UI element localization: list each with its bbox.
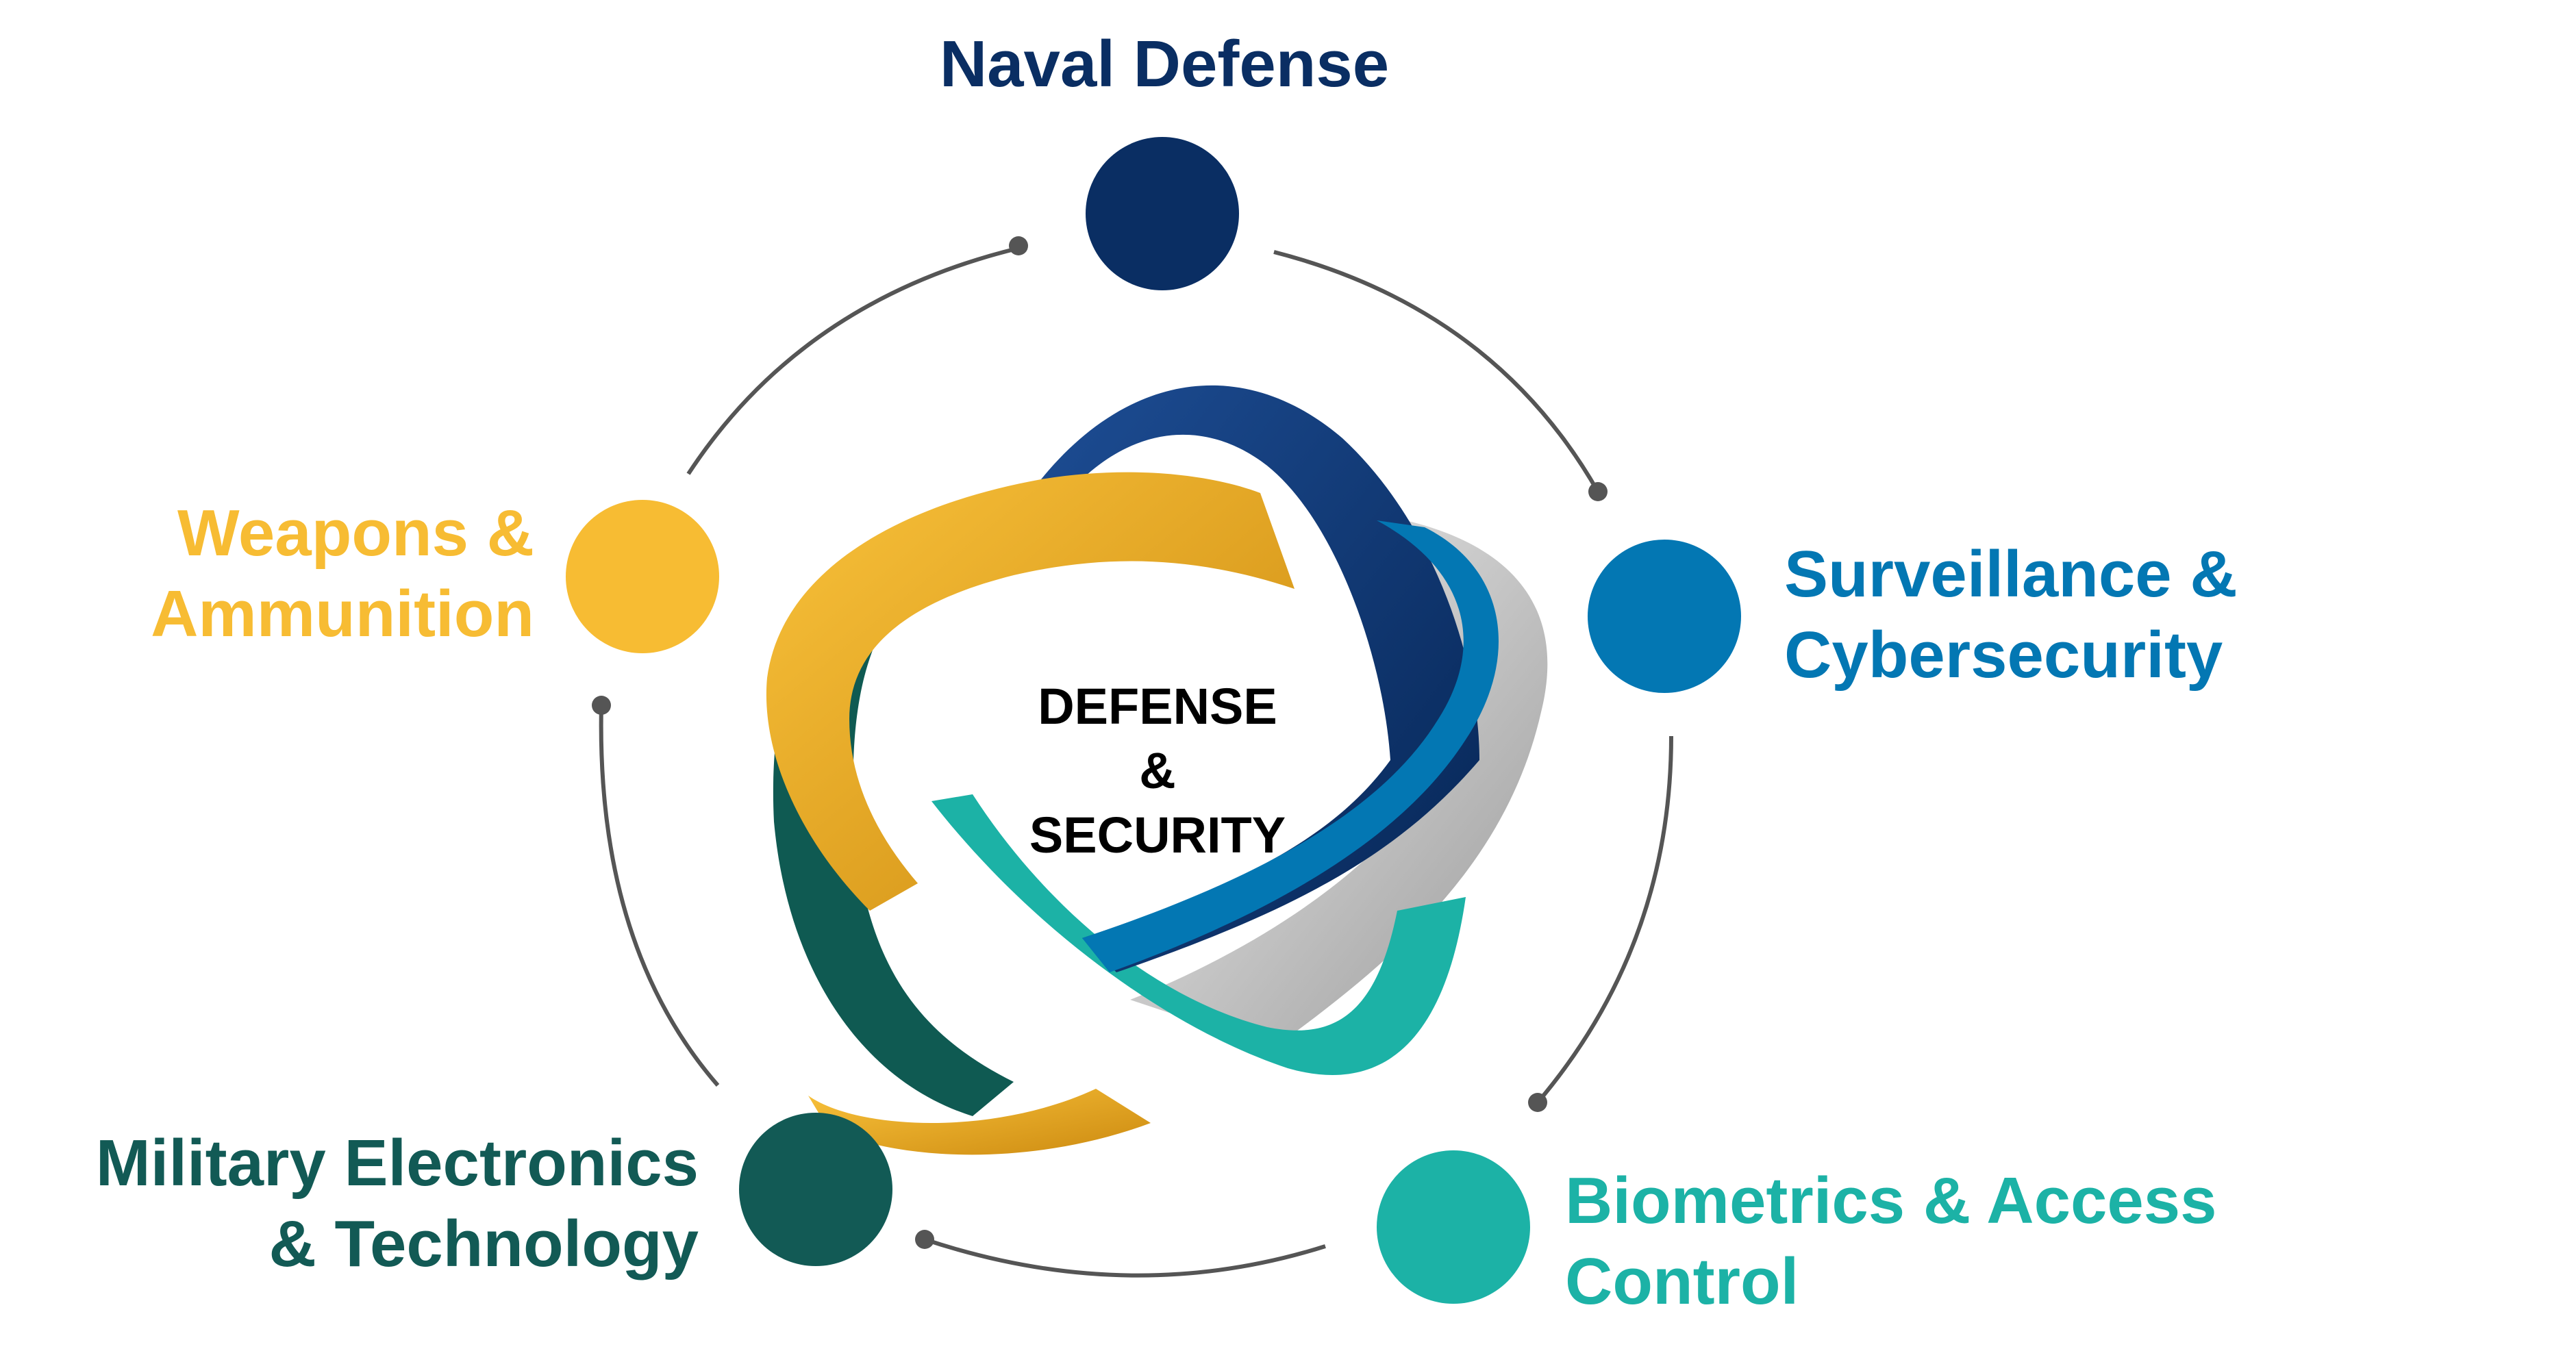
connector-dot <box>1588 482 1608 501</box>
connector-dot <box>1528 1093 1547 1112</box>
arc-military-weapons <box>599 705 720 1087</box>
military-label-line-2: & Technology <box>268 1207 699 1280</box>
surveillance-label-line-1: Surveillance & <box>1784 538 2238 611</box>
arc-weapons-naval <box>686 247 1018 475</box>
biometrics-label-line-2: Control <box>1565 1245 1799 1318</box>
center-line-2: & <box>1139 742 1176 799</box>
biometrics-label: Biometrics & Access Control <box>1565 1161 2217 1322</box>
military-electronics-label: Military Electronics & Technology <box>27 1123 699 1285</box>
military-electronics-node <box>739 1113 892 1266</box>
weapons-label: Weapons & Ammunition <box>68 493 534 655</box>
weapons-label-line-1: Weapons & <box>177 496 534 570</box>
connector-dots <box>592 236 1608 1249</box>
connector-arcs <box>599 247 1673 1278</box>
naval-defense-label: Naval Defense <box>938 24 1390 105</box>
center-label: DEFENSE & SECURITY <box>952 674 1363 868</box>
weapons-label-line-2: Ammunition <box>151 577 534 651</box>
ribbon-emblem <box>766 385 1548 1155</box>
arc-naval-surveillance <box>1273 250 1600 493</box>
arc-surveillance-biometrics <box>1536 735 1673 1104</box>
center-line-1: DEFENSE <box>1038 678 1277 735</box>
biometrics-node <box>1377 1150 1530 1304</box>
connector-dot <box>915 1230 934 1249</box>
weapons-node <box>566 500 719 653</box>
naval-defense-label-line-1: Naval Defense <box>939 27 1390 101</box>
surveillance-label-line-2: Cybersecurity <box>1784 618 2223 692</box>
surveillance-label: Surveillance & Cybersecurity <box>1784 534 2238 696</box>
connector-dot <box>1009 236 1028 255</box>
connector-dot <box>592 696 611 715</box>
biometrics-label-line-1: Biometrics & Access <box>1565 1164 2217 1237</box>
military-label-line-1: Military Electronics <box>95 1126 699 1200</box>
ribbon-gold <box>766 472 1295 911</box>
surveillance-node <box>1588 540 1741 693</box>
center-line-3: SECURITY <box>1029 807 1286 863</box>
naval-defense-node <box>1086 137 1239 290</box>
ribbon-blue <box>1082 520 1499 972</box>
ribbon-teal <box>931 794 1466 1075</box>
ribbon-gold-lower <box>808 1089 1151 1155</box>
arc-biometrics-military <box>924 1237 1326 1278</box>
